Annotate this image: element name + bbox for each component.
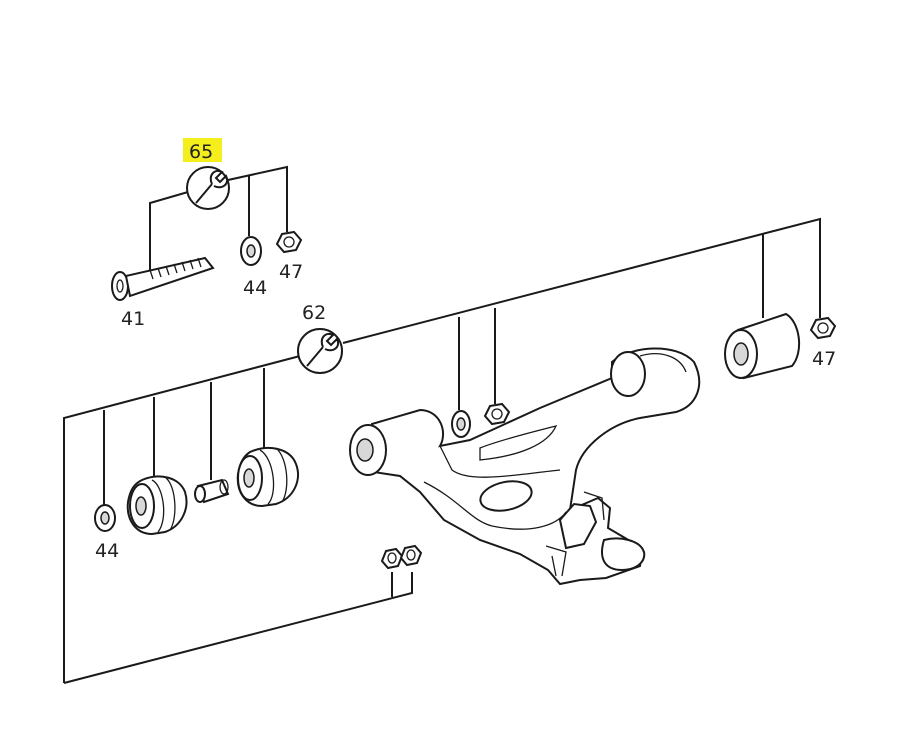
washer-mid <box>451 410 471 438</box>
bushing-right <box>724 312 801 380</box>
control-arm <box>349 347 701 586</box>
callout-44-left[interactable]: 44 <box>95 540 119 562</box>
rubber-bushing-a <box>126 475 188 536</box>
bracket-62-right <box>342 217 821 344</box>
callout-62[interactable]: 62 <box>302 302 326 324</box>
wrench-icon-62 <box>297 328 343 374</box>
rubber-bushing-b <box>236 447 299 508</box>
callout-41[interactable]: 41 <box>121 308 145 330</box>
callout-44-top[interactable]: 44 <box>243 277 267 299</box>
bracket-62 <box>63 355 301 683</box>
washer-44-top <box>240 236 262 266</box>
nut-47-mid <box>483 402 511 426</box>
callout-47-right[interactable]: 47 <box>812 348 836 370</box>
callout-65[interactable]: 65 <box>189 141 213 163</box>
highlight-65 <box>183 138 222 162</box>
callout-47-top[interactable]: 47 <box>279 261 303 283</box>
bracket-lower <box>63 572 413 684</box>
bolt-41 <box>111 256 215 301</box>
sleeve-pin <box>194 478 230 504</box>
nut-47-top <box>275 230 303 254</box>
bracket-65-right <box>227 165 288 232</box>
nut-47-right <box>809 316 837 340</box>
bracket-65 <box>149 191 189 288</box>
nut-lower-a <box>380 547 404 570</box>
nut-lower-b <box>399 544 423 567</box>
washer-44-left <box>94 504 116 532</box>
wrench-icon <box>186 166 230 210</box>
